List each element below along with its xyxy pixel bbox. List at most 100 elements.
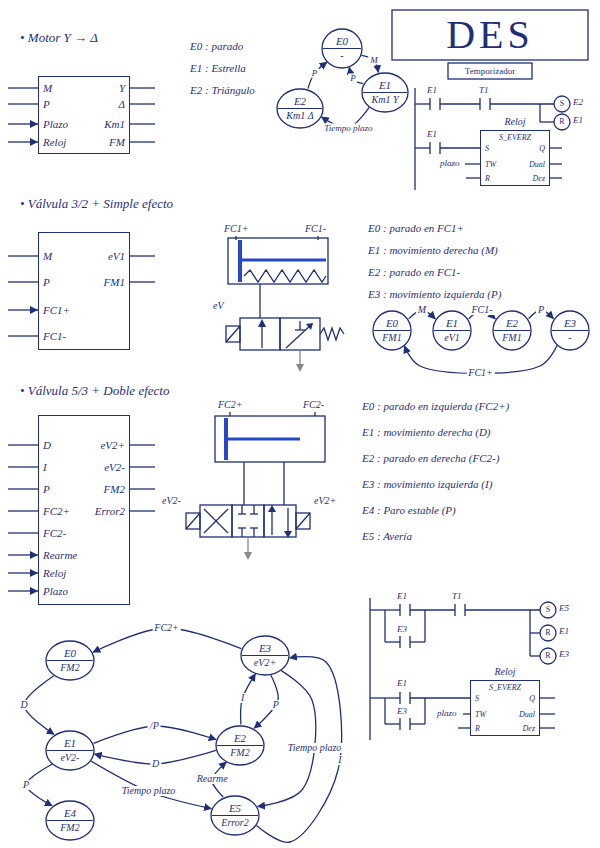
state-ellipse-outline [373, 311, 411, 350]
state-divider [47, 750, 93, 751]
cylinder-valve-drawing [253, 528, 254, 537]
exhaust-arrow [299, 350, 300, 365]
state-output: FM2 [60, 822, 79, 833]
state-description: E1 : movimiento derecha (M) [368, 244, 498, 257]
state-circle: E0FM1 [372, 310, 412, 351]
state-ellipse-outline [216, 726, 264, 765]
pin-name: Δ [119, 98, 125, 111]
transition-label: Tiempo plazo [120, 786, 178, 796]
pin-name: R [475, 724, 480, 734]
pin-name: S_EVERZ [489, 683, 521, 693]
state-ellipse [215, 725, 265, 766]
state-ellipse [550, 310, 590, 351]
ladder-diagram [490, 103, 554, 104]
state-ellipse-outline [46, 801, 94, 840]
state-divider [374, 330, 410, 331]
cylinder-valve-drawing [286, 324, 312, 348]
pin-name: P [43, 276, 50, 289]
ladder-diagram [429, 142, 430, 154]
contact-label: E3 [397, 706, 407, 717]
pin-name: Reloj [43, 136, 66, 149]
state-output: eV2+ [254, 657, 276, 668]
cylinder-valve-drawing [240, 318, 280, 350]
pin-name: FC1+ [43, 304, 70, 317]
timer-block: RelojS_EVERZSTWRQDualDez [470, 680, 540, 736]
state-divider [212, 815, 258, 816]
state-description: E3 : movimiento izquierda (P) [368, 288, 501, 301]
cylinder-valve-drawing [186, 236, 344, 537]
pin-wire [130, 510, 155, 511]
pin-name: R [485, 174, 490, 184]
transition-label: P [348, 74, 358, 83]
pin-name: TW [475, 710, 486, 720]
state-ellipse [210, 795, 260, 836]
state-ellipse [45, 730, 95, 771]
transition-label: P [21, 780, 31, 790]
ladder-diagram [424, 698, 425, 724]
state-ellipse-outline [322, 29, 362, 68]
pin-name: Dual [529, 160, 545, 170]
pin-wire [8, 444, 38, 445]
state-circle: E0FM2 [45, 640, 95, 681]
ladder-diagram [465, 609, 540, 610]
state-name: E1 [64, 737, 76, 749]
ladder-diagram [399, 692, 400, 704]
pin-name: M [43, 82, 52, 95]
cylinder-valve-drawing [283, 462, 284, 505]
state-divider [552, 330, 588, 331]
function-block: MPFC1+FC1-eV1FM1 [38, 232, 130, 350]
state-circle: E1eV2- [45, 730, 95, 771]
title-frame [392, 10, 588, 60]
state-description: E5 : Avería [362, 530, 412, 543]
pin-arrow [30, 569, 38, 577]
pin-wire [8, 281, 38, 282]
state-circle: E3eV2+ [240, 635, 290, 676]
transition-label: Rearme [195, 774, 230, 784]
coil-label: E1 [559, 626, 569, 637]
exhaust-arrowhead [244, 552, 252, 560]
coil-letter: R [545, 652, 550, 660]
pin-name: S [475, 694, 479, 704]
state-divider [494, 330, 530, 331]
ladder-diagram [540, 625, 556, 641]
contact-label: T1 [452, 591, 462, 602]
state-description: E0 : parado en FC1+ [368, 222, 464, 235]
pin-name: FM2 [104, 483, 125, 496]
pin-arrow [30, 306, 38, 314]
section-heading: • Válvula 3/2 + Simple efecto [20, 196, 173, 212]
solenoid-label: eV [213, 300, 224, 312]
ladder-diagram [424, 610, 425, 642]
state-ellipse [321, 28, 363, 69]
pin-wire [130, 141, 155, 142]
state-name: E0 [64, 647, 76, 659]
pin-name: Error2 [95, 505, 125, 518]
cylinder-valve-drawing [287, 508, 288, 533]
pin-wire [8, 510, 38, 511]
ladder-diagram [466, 177, 480, 178]
cylinder-valve-drawing [296, 513, 310, 529]
pin-name: FM [109, 136, 125, 149]
ladder-diagram [540, 713, 555, 714]
state-name: E1 [446, 317, 458, 329]
state-output: FM2 [60, 662, 79, 673]
state-circle: E2FM1 [492, 310, 532, 351]
connectors [24, 55, 557, 842]
transition-label: /P [148, 721, 161, 731]
state-ellipse [492, 310, 532, 351]
valve-arrowhead [258, 319, 313, 538]
cylinder-valve-drawing [271, 510, 272, 535]
pin-name: Q [529, 694, 535, 704]
pin-wire [8, 466, 38, 467]
pin-arrow [30, 120, 38, 595]
state-divider [363, 92, 407, 93]
pin-arrow [30, 587, 38, 595]
sensor-label: FC2+ [218, 399, 243, 411]
pin-name: Plazo [43, 118, 68, 131]
transition-arrow [308, 62, 327, 89]
pin-wire [8, 532, 38, 533]
transition-label: FC1- [469, 305, 494, 315]
state-description: E3 : movimiento izquierda (I) [362, 478, 492, 491]
ladder-diagram [530, 655, 540, 656]
exhaust-arrowhead [296, 364, 304, 372]
transition-label: Tiempo plazo [322, 123, 374, 132]
